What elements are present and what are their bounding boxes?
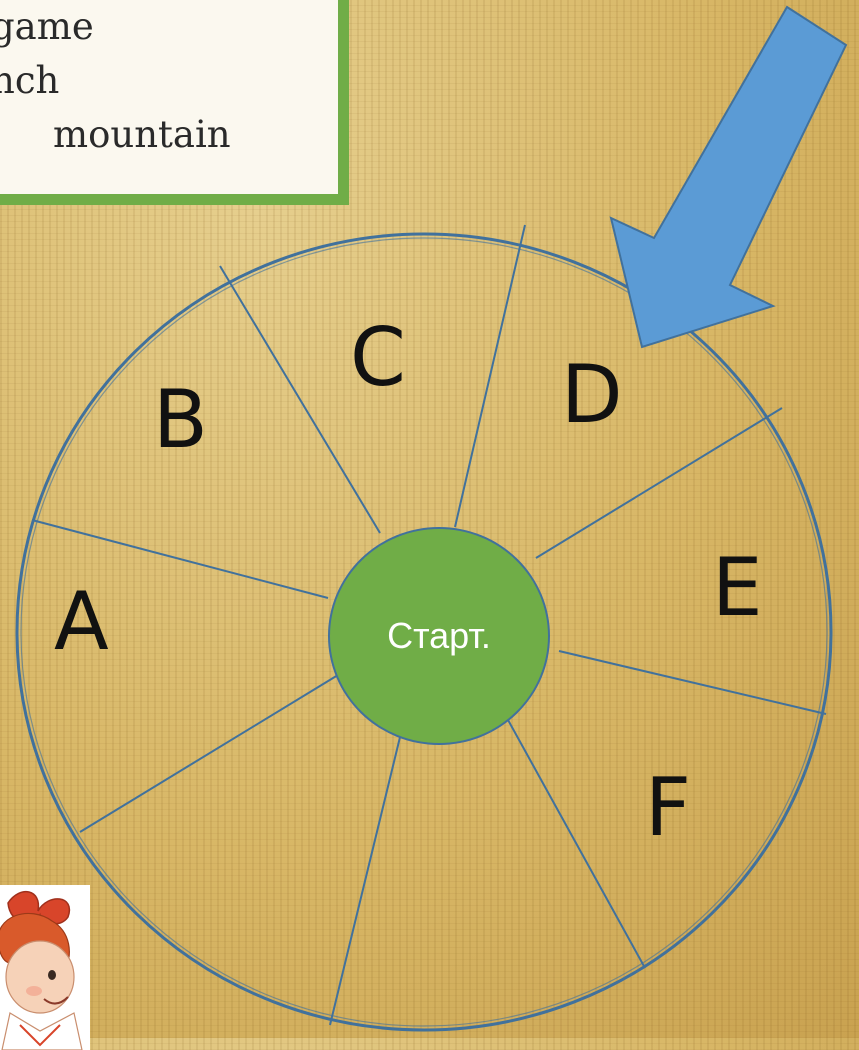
girl-with-bow-icon (0, 885, 90, 1050)
start-button-label: Старт. (379, 615, 499, 656)
sector-label-a: A (54, 582, 109, 662)
sector-label-f: F (645, 768, 691, 848)
sector-label-d: D (561, 355, 623, 435)
start-button[interactable]: Старт. (328, 527, 550, 745)
sector-label-b: B (153, 380, 208, 460)
girl-illustration (0, 885, 90, 1050)
sector-label-c: C (350, 318, 406, 398)
sector-label-e: E (712, 548, 763, 628)
